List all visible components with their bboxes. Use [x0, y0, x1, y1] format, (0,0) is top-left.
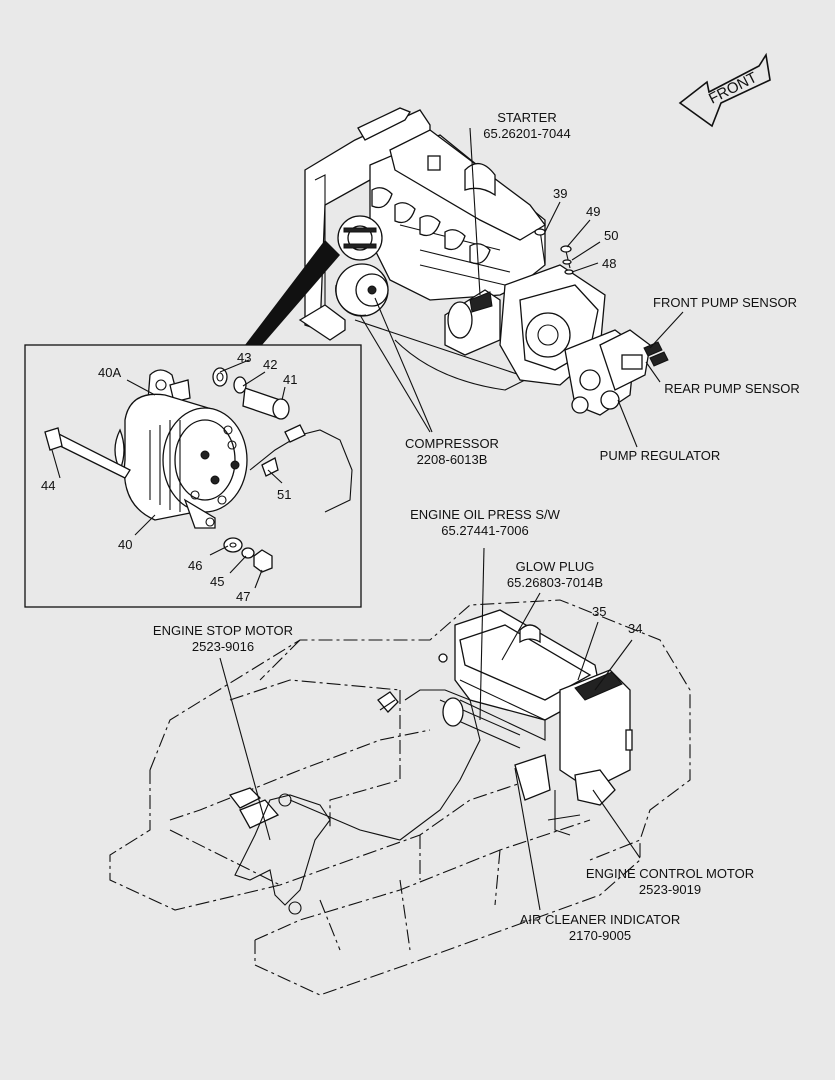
callout-41: 41 — [283, 372, 298, 387]
engine-stop-motor-part: 2523-9016 — [191, 639, 255, 654]
engine-stop-motor-label: ENGINE STOP MOTOR 2523-9016 — [138, 623, 308, 655]
starter-label: STARTER 65.26201-7044 — [462, 110, 592, 142]
air-cleaner-indicator-part: 2170-9005 — [568, 928, 632, 943]
leader-lines — [51, 127, 684, 911]
rear-pump-sensor-label: REAR PUMP SENSOR — [652, 381, 812, 397]
callout-45: 45 — [210, 574, 225, 589]
engine-control-motor-name: ENGINE CONTROL MOTOR — [585, 866, 755, 881]
callout-46: 46 — [188, 558, 203, 573]
glow-plug-label: GLOW PLUG 65.26803-7014B — [490, 559, 620, 591]
callout-44: 44 — [41, 478, 56, 493]
compressor-name: COMPRESSOR — [405, 436, 499, 451]
machine-outline — [109, 599, 691, 996]
air-cleaner-indicator-name: AIR CLEANER INDICATOR — [519, 912, 681, 927]
callout-49: 49 — [586, 204, 601, 219]
engine-control-motor-part: 2523-9019 — [638, 882, 702, 897]
glow-plug-name: GLOW PLUG — [515, 559, 595, 574]
callout-43: 43 — [237, 350, 252, 365]
glow-plug-part: 65.26803-7014B — [506, 575, 604, 590]
pump-regulator-name: PUMP REGULATOR — [599, 448, 721, 463]
engine-stop-motor-name: ENGINE STOP MOTOR — [152, 623, 294, 638]
engine-oil-press-name: ENGINE OIL PRESS S/W — [410, 507, 560, 522]
callout-48: 48 — [602, 256, 617, 271]
front-pump-sensor-label: FRONT PUMP SENSOR — [640, 295, 810, 311]
engine-oil-press-label: ENGINE OIL PRESS S/W 65.27441-7006 — [400, 507, 570, 539]
air-cleaner-indicator-label: AIR CLEANER INDICATOR 2170-9005 — [505, 912, 695, 944]
callout-42: 42 — [263, 357, 278, 372]
compressor-part: 2208-6013B — [416, 452, 488, 467]
callout-40A: 40A — [98, 365, 122, 380]
front-pump-sensor-name: FRONT PUMP SENSOR — [653, 295, 797, 310]
starter-part: 65.26201-7044 — [483, 126, 571, 141]
callout-50: 50 — [604, 228, 619, 243]
engine-oil-press-part: 65.27441-7006 — [441, 523, 529, 538]
engine-control-motor-label: ENGINE CONTROL MOTOR 2523-9019 — [575, 866, 765, 898]
alternator-detail — [44, 367, 353, 573]
callout-51: 51 — [277, 487, 292, 502]
callout-47: 47 — [236, 589, 251, 604]
engine-lower — [228, 609, 633, 915]
rear-pump-sensor-name: REAR PUMP SENSOR — [664, 381, 800, 396]
compressor-label: COMPRESSOR 2208-6013B — [392, 436, 512, 468]
pump-regulator-label: PUMP REGULATOR — [590, 448, 730, 464]
engine-upper — [298, 107, 669, 416]
callout-34: 34 — [628, 621, 643, 636]
callout-40: 40 — [118, 537, 133, 552]
starter-name: STARTER — [497, 110, 557, 125]
callout-39: 39 — [553, 186, 568, 201]
detail-pointer-shape — [245, 240, 340, 345]
callout-35: 35 — [592, 604, 607, 619]
front-arrow: FRONT — [678, 52, 771, 128]
